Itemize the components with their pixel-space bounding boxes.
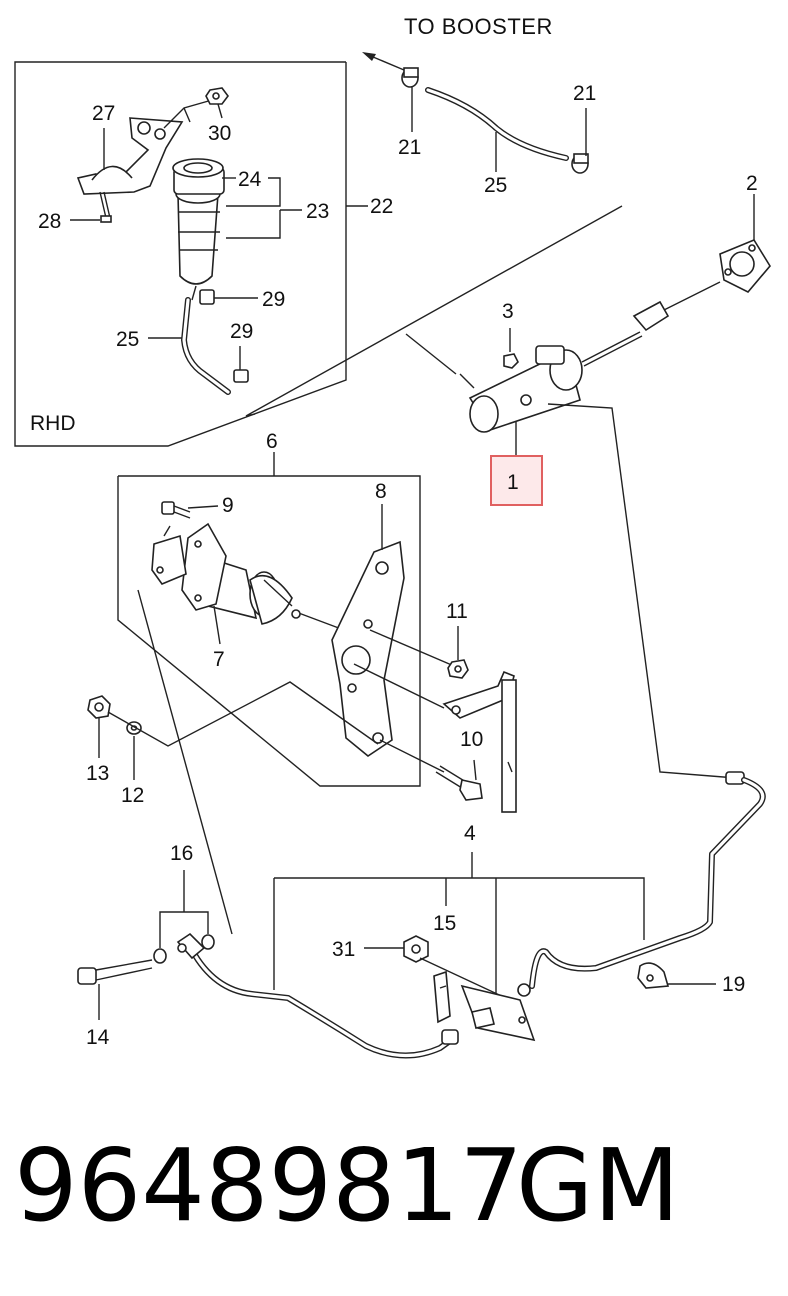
bleed-fitting [151,525,187,585]
callout-24: 24 [238,168,262,191]
part-1-highlight-box [490,455,543,506]
master-cylinder-part-1 [459,331,643,433]
bolt-part-9 [161,501,191,519]
callout-31: 31 [332,938,355,961]
callout-6: 6 [266,430,278,453]
callout-29-upper: 29 [262,288,285,311]
callout-1: 1 [507,471,519,494]
junction-bracket [460,983,536,1042]
callout-23: 23 [306,200,329,223]
callout-25-inset: 25 [116,328,139,351]
clip-part-29-lower [233,346,249,383]
callout-15: 15 [433,912,456,935]
callout-13: 13 [86,762,109,785]
reservoir-part [172,158,225,301]
rhd-label: RHD [30,412,76,435]
callout-21-left: 21 [398,136,421,159]
brand-label: GM [516,1127,680,1244]
to-booster-arrow [362,52,405,71]
to-booster-label: TO BOOSTER [404,14,553,39]
callout-22: 22 [370,195,393,218]
clip-part-29-upper [199,289,258,305]
hose-part-25-upper [425,87,569,161]
assembly-bracket-4 [273,852,645,1000]
bolt-part-28 [99,191,112,223]
callout-16: 16 [170,842,193,865]
callout-4: 4 [464,822,476,845]
clip-part-19 [637,962,670,989]
hose-part-25-inset [181,297,231,395]
nut-part-13 [87,695,111,719]
mount-plate-part-8 [331,540,405,757]
callout-3: 3 [502,300,514,323]
callout-27: 27 [92,102,115,125]
callout-30: 30 [208,122,231,145]
washer-part-16-left [153,948,167,964]
callout-7: 7 [213,648,225,671]
nut-part-30 [205,87,229,105]
rhd-inset [14,61,368,447]
pipe-fitting-right [725,771,745,785]
pipe-to-slave [529,777,766,989]
callout-28: 28 [38,210,61,233]
callout-8: 8 [375,480,387,503]
callout-12: 12 [121,784,144,807]
callout-14: 14 [86,1026,110,1049]
slave-cylinder-part-7 [181,522,345,631]
clip-part-21-left [401,67,419,88]
push-rod-clevis [632,281,721,332]
bolt-part-14 [77,959,153,985]
clip-part-15 [433,970,451,1024]
hose-lower [189,947,457,1059]
callout-19: 19 [722,973,745,996]
callout-10: 10 [460,728,483,751]
callout-11: 11 [446,600,468,623]
washer-part-16-right [201,934,215,950]
bolt-part-10 [435,765,483,801]
callout-29-lower: 29 [230,320,253,343]
callout-21-right: 21 [573,82,596,105]
clip-part-21-right [571,153,589,174]
nut-part-31 [403,935,429,963]
assembly-box-6 [117,452,421,787]
bracket-part-27 [76,117,184,195]
gasket-part-2 [719,239,771,293]
callout-2: 2 [746,172,758,195]
nut-part-3 [503,353,519,369]
callout-9: 9 [222,494,234,517]
part-number: 96489817 [14,1127,523,1244]
callout-25-upper: 25 [484,174,507,197]
pipe-bracket [442,670,517,813]
nut-part-11 [447,659,469,679]
